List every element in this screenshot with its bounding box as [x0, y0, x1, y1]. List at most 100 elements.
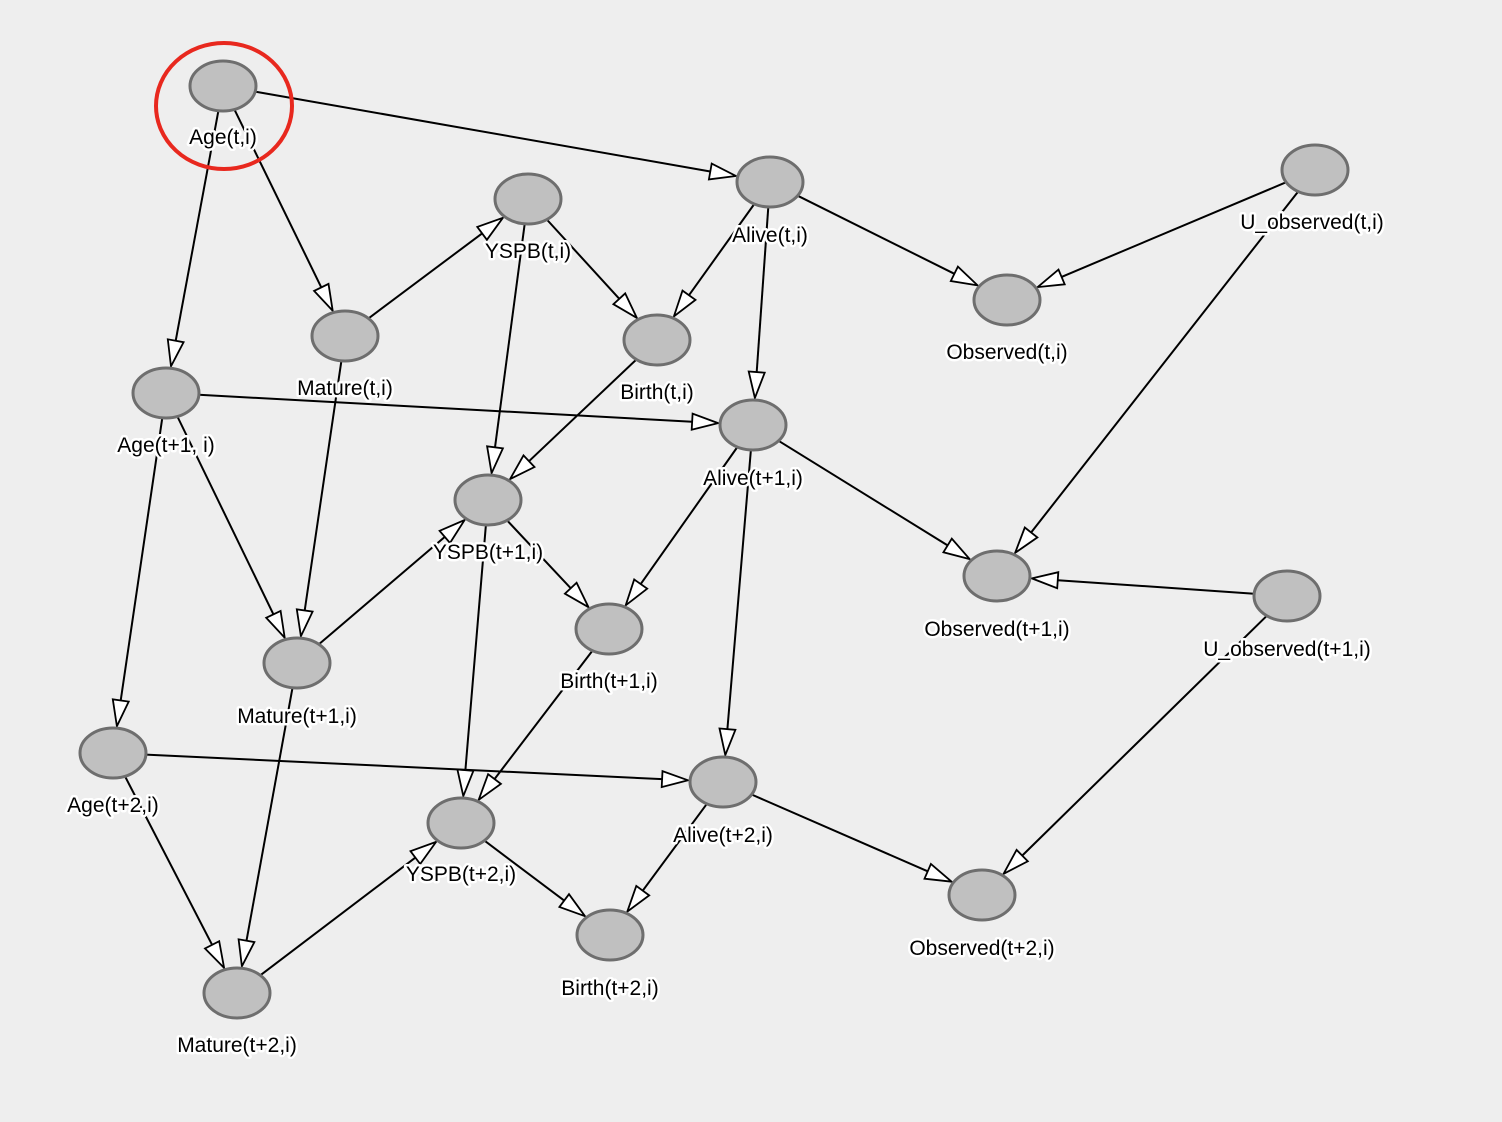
- edge-line: [367, 232, 483, 320]
- edge-line: [174, 110, 220, 341]
- node-yspb-t[interactable]: [493, 172, 563, 226]
- node-ellipse[interactable]: [202, 966, 272, 1020]
- node-age-t[interactable]: [188, 59, 258, 113]
- edge-age-t1-to-alive-t1: [198, 393, 722, 431]
- arrowhead-icon: [611, 291, 639, 321]
- arrowhead-icon: [264, 609, 287, 641]
- node-label-uobs-t: U_observed(t,i): [1240, 211, 1384, 234]
- overlay-layer: [154, 41, 294, 171]
- edge-uobs-t-to-obs-t1: [1013, 190, 1299, 556]
- node-ellipse[interactable]: [622, 313, 692, 367]
- node-ellipse[interactable]: [262, 636, 332, 690]
- node-ellipse[interactable]: [131, 366, 201, 420]
- node-birth-t[interactable]: [622, 313, 692, 367]
- node-ellipse[interactable]: [426, 796, 496, 850]
- edge-yspb-t-to-birth-t: [546, 218, 639, 321]
- edge-line: [546, 218, 621, 300]
- arrowhead-icon: [486, 445, 505, 477]
- node-ellipse[interactable]: [1252, 569, 1322, 623]
- node-yspb-t2[interactable]: [426, 796, 496, 850]
- edge-yspb-t-to-yspb-t1: [486, 223, 526, 477]
- node-obs-t1[interactable]: [962, 549, 1032, 603]
- edge-line: [494, 223, 526, 448]
- node-ellipse[interactable]: [947, 868, 1017, 922]
- edge-yspb-t2-to-birth-t2: [483, 839, 588, 919]
- edge-line: [483, 839, 565, 902]
- arrowhead-icon: [475, 215, 506, 242]
- node-ellipse[interactable]: [718, 398, 788, 452]
- node-label-birth-t: Birth(t,i): [620, 381, 694, 404]
- arrowhead-icon: [1001, 848, 1030, 876]
- node-mature-t2[interactable]: [202, 966, 272, 1020]
- node-ellipse[interactable]: [575, 908, 645, 962]
- arrowhead-icon: [507, 453, 536, 482]
- arrowhead-icon: [1028, 571, 1060, 590]
- arrowhead-icon: [1034, 268, 1067, 289]
- edge-line: [1057, 579, 1255, 595]
- edge-alive-t-to-obs-t: [797, 194, 981, 287]
- edge-line: [119, 417, 164, 701]
- arrowhead-icon: [456, 768, 475, 800]
- edge-age-t-to-alive-t: [254, 90, 739, 181]
- node-ellipse[interactable]: [688, 755, 758, 809]
- node-mature-t[interactable]: [310, 309, 380, 363]
- edge-line: [755, 206, 770, 373]
- arrowhead-icon: [111, 698, 131, 730]
- edge-line: [493, 649, 594, 780]
- node-ellipse[interactable]: [310, 309, 380, 363]
- edge-alive-t2-to-birth-t2: [625, 803, 708, 915]
- node-ellipse[interactable]: [972, 273, 1042, 327]
- arrowhead-icon: [941, 537, 973, 561]
- node-label-mature-t: Mature(t,i): [297, 377, 393, 400]
- arrowhead-icon: [672, 289, 698, 319]
- arrowhead-icon: [166, 338, 185, 370]
- arrowhead-icon: [312, 282, 335, 314]
- edge-yspb-t1-to-birth-t1: [506, 519, 591, 610]
- node-ellipse[interactable]: [574, 602, 644, 656]
- node-ellipse[interactable]: [1280, 143, 1350, 197]
- edge-line: [639, 446, 739, 585]
- edge-mature-t2-to-yspb-t2: [259, 840, 439, 977]
- arrowhead-icon: [923, 862, 955, 883]
- node-ellipse[interactable]: [78, 726, 148, 780]
- edge-line: [198, 393, 693, 423]
- edge-line: [1030, 190, 1299, 534]
- node-alive-t2[interactable]: [688, 755, 758, 809]
- node-age-t1[interactable]: [131, 366, 201, 420]
- edge-age-t2-to-mature-t2: [124, 775, 226, 971]
- node-ellipse[interactable]: [188, 59, 258, 113]
- node-obs-t2[interactable]: [947, 868, 1017, 922]
- edge-mature-t1-to-mature-t2: [237, 687, 294, 970]
- node-label-age-t1: Age(t+1, i): [117, 434, 214, 457]
- node-birth-t2[interactable]: [575, 908, 645, 962]
- edge-age-t-to-mature-t: [233, 108, 335, 314]
- edge-birth-t-to-yspb-t1: [507, 358, 638, 482]
- arrowhead-icon: [625, 884, 651, 915]
- edge-yspb-t1-to-yspb-t2: [456, 524, 487, 800]
- node-uobs-t[interactable]: [1280, 143, 1350, 197]
- arrowhead-icon: [623, 578, 649, 608]
- node-ellipse[interactable]: [735, 155, 805, 209]
- arrowhead-icon: [476, 772, 503, 803]
- node-ellipse[interactable]: [493, 172, 563, 226]
- selection-ring: [154, 41, 294, 171]
- node-alive-t[interactable]: [735, 155, 805, 209]
- edges-layer: [111, 90, 1299, 977]
- node-ellipse[interactable]: [453, 473, 523, 527]
- edge-alive-t-to-birth-t: [672, 203, 756, 319]
- edge-line: [464, 524, 487, 771]
- node-obs-t[interactable]: [972, 273, 1042, 327]
- node-alive-t1[interactable]: [718, 398, 788, 452]
- edge-mature-t1-to-yspb-t1: [318, 518, 467, 646]
- node-birth-t1[interactable]: [574, 602, 644, 656]
- node-age-t2[interactable]: [78, 726, 148, 780]
- arrowhead-icon: [718, 727, 737, 759]
- arrowhead-icon: [660, 769, 692, 789]
- edge-age-t2-to-alive-t2: [145, 753, 692, 789]
- node-uobs-t1[interactable]: [1252, 569, 1322, 623]
- node-label-birth-t1: Birth(t+1,i): [560, 670, 657, 693]
- node-ellipse[interactable]: [962, 549, 1032, 603]
- node-mature-t1[interactable]: [262, 636, 332, 690]
- node-yspb-t1[interactable]: [453, 473, 523, 527]
